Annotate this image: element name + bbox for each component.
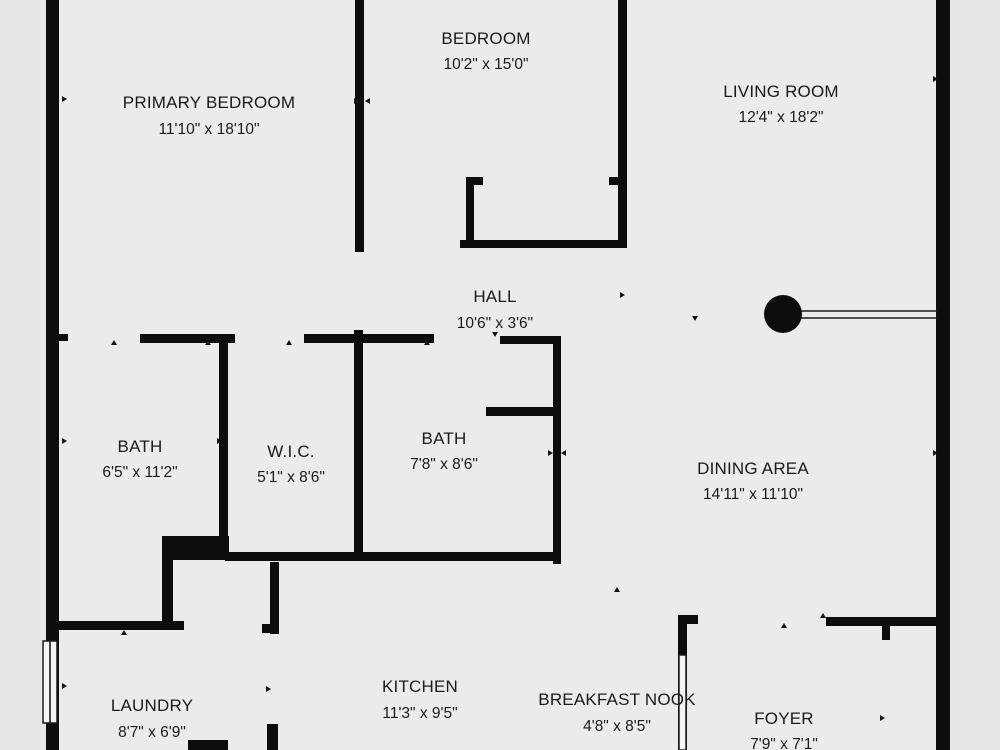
wall-laundry-right [270, 562, 279, 634]
marker-18 [820, 613, 826, 618]
wall-wic-bath [354, 330, 363, 558]
marker-1 [62, 96, 67, 102]
wall-bath-corner-stem [162, 536, 173, 628]
marker-14 [548, 450, 553, 456]
wall-hall-bottom-left [56, 334, 68, 341]
wall-hall-bottom-c [500, 336, 560, 344]
marker-8 [111, 340, 117, 345]
marker-15 [561, 450, 566, 456]
room-dims-breakfast-nook: 4'8" x 8'5" [583, 718, 651, 735]
room-dims-living-room: 12'4" x 18'2" [738, 109, 823, 126]
column-dot [764, 295, 802, 333]
room-name-bath-center: BATH [422, 429, 467, 448]
wall-bedroom-living [618, 0, 627, 248]
room-name-wic: W.I.C. [267, 442, 314, 461]
room-dims-foyer: 7'9" x 7'1" [750, 736, 818, 750]
wall-laundry-top [56, 621, 184, 630]
room-dims-kitchen: 11'3" x 9'5" [382, 705, 457, 722]
marker-2 [354, 98, 359, 104]
room-name-hall: HALL [473, 287, 516, 306]
marker-3 [365, 98, 370, 104]
wall-closet-bottom [460, 240, 627, 248]
measurement-markers [62, 76, 938, 721]
wall-foyer-top [826, 617, 940, 626]
walls [46, 0, 950, 750]
room-name-laundry: LAUNDRY [111, 696, 193, 715]
wall-hall-bottom-a [140, 334, 235, 343]
marker-4 [933, 76, 938, 82]
marker-17 [614, 587, 620, 592]
wall-closet-right-top [609, 177, 625, 185]
wall-bath-wic [219, 338, 228, 538]
room-name-bath-left: BATH [118, 437, 163, 456]
wall-bath-stub [486, 407, 558, 416]
wall-bedroom-divider [355, 0, 364, 252]
room-name-primary-bedroom: PRIMARY BEDROOM [123, 93, 295, 112]
room-dims-bath-left: 6'5" x 11'2" [102, 464, 177, 481]
room-name-bedroom: BEDROOM [441, 29, 530, 48]
room-name-dining-area: DINING AREA [697, 459, 809, 478]
foyer-door-panel [678, 654, 687, 750]
wall-bath-right [553, 336, 561, 564]
marker-22 [880, 715, 885, 721]
plan-interior [56, 0, 940, 750]
room-dims-laundry: 8'7" x 6'9" [118, 724, 186, 741]
wall-hall-bottom-b [304, 334, 434, 343]
wall-foyer-post [882, 622, 890, 640]
marker-11 [424, 340, 430, 345]
room-dims-wic: 5'1" x 8'6" [257, 469, 325, 486]
room-dims-primary-bedroom: 11'10" x 18'10" [158, 121, 259, 138]
room-dims-bath-center: 7'8" x 8'6" [410, 456, 478, 473]
room-name-foyer: FOYER [754, 709, 814, 728]
marker-13 [62, 438, 67, 444]
room-name-kitchen: KITCHEN [382, 677, 458, 696]
marker-6 [692, 316, 698, 321]
room-dims-dining-area: 14'11" x 11'10" [703, 486, 803, 503]
marker-10 [286, 340, 292, 345]
room-dims-bedroom: 10'2" x 15'0" [443, 56, 528, 73]
wall-closet-left [466, 177, 474, 246]
room-name-living-room: LIVING ROOM [723, 82, 839, 101]
wall-right-exterior [936, 0, 950, 750]
wall-laundry-right-lower [267, 724, 278, 750]
room-dims-hall: 10'6" x 3'6" [457, 315, 533, 332]
wall-laundry-bottom [188, 740, 228, 750]
marker-19 [121, 630, 127, 635]
room-name-breakfast-nook: BREAKFAST NOOK [538, 690, 696, 709]
wall-left-exterior [46, 0, 59, 750]
wall-closet-left-top [466, 177, 483, 185]
marker-5 [620, 292, 625, 298]
wall-row-bottom [225, 552, 561, 561]
room-labels: PRIMARY BEDROOM 11'10" x 18'10" BEDROOM … [102, 29, 838, 750]
marker-21 [266, 686, 271, 692]
marker-12 [217, 438, 222, 444]
wall-foyer-top-left [678, 615, 698, 624]
marker-7 [492, 332, 498, 337]
marker-23 [781, 623, 787, 628]
marker-20 [62, 683, 67, 689]
wall-bath-corner [163, 536, 229, 560]
fixtures [42, 295, 937, 750]
marker-9 [205, 340, 211, 345]
marker-16 [933, 450, 938, 456]
